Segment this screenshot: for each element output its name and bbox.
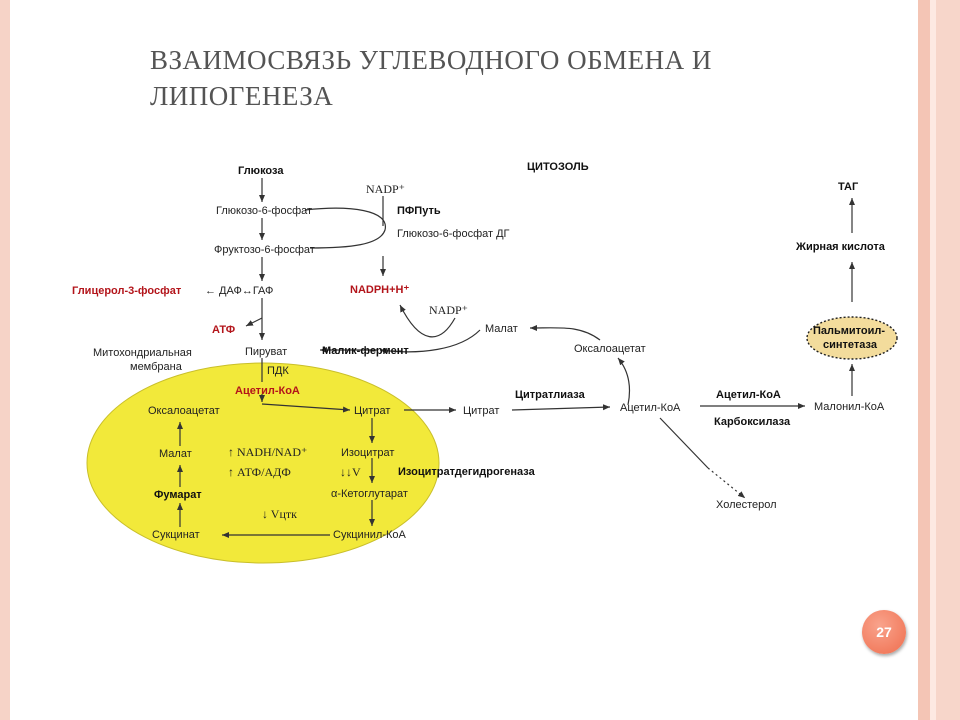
label-malate-cyto: Малат (485, 323, 518, 335)
label-palmitoyl-2: синтетаза (823, 339, 878, 351)
label-tag: ТАГ (838, 181, 859, 193)
label-v-tca: ↓ Vцтк (262, 507, 297, 521)
line-to-cholesterol (659, 417, 709, 469)
arrow-nadp-nadph (399, 304, 456, 338)
label-palmitoyl-1: Пальмитоил- (813, 325, 885, 337)
slide-title-line-1: ВЗАИМОСВЯЗЬ УГЛЕВОДНОГО ОБМЕНА И (150, 45, 712, 75)
label-glucose: Глюкоза (238, 165, 284, 177)
palmitoyl-synthetase-ellipse (806, 316, 898, 360)
label-citrate-mito: Цитрат (354, 405, 390, 417)
right-frame-stripe-light (930, 0, 936, 720)
label-fatty-acid: Жирная кислота (795, 241, 886, 253)
left-frame-stripe (0, 0, 10, 720)
label-acetyl-coa-cyto: Ацетил-КоА (620, 402, 681, 414)
label-atp-adp: ↑ АТФ/АДФ (228, 465, 291, 479)
label-cholesterol: Холестерол (716, 499, 777, 511)
arrow-cholesterol (707, 467, 746, 499)
arrow-acetyl-oaa (617, 357, 631, 406)
label-acetyl-coa-carb: Ацетил-КоА (716, 389, 781, 401)
label-carboxylase: Карбоксилаза (714, 416, 791, 428)
arrow-acetyl-citrate (261, 403, 351, 413)
arrow-malate-pyruvate (379, 329, 481, 354)
label-succinyl-coa: Сукцинил-КоА (333, 529, 407, 541)
label-cytosol: ЦИТОЗОЛЬ (527, 161, 589, 173)
label-nadph: NADPH+H⁺ (350, 284, 409, 296)
arrow-atp (245, 317, 263, 327)
label-malonyl-coa: Малонил-КоА (814, 401, 885, 413)
label-oxaloacetate-cyto: Оксалоацетат (574, 343, 646, 355)
label-oxaloacetate-mito: Оксалоацетат (148, 405, 220, 417)
label-malic-enzyme: Малик-фермент (322, 345, 409, 357)
label-g6pdh: Глюкозо-6-фосфат ДГ (397, 228, 510, 240)
right-frame-stripe (918, 0, 930, 720)
page-number-badge: 27 (862, 610, 906, 654)
mitochondrion-ellipse (86, 362, 440, 564)
slide-title-line-2: ЛИПОГЕНЕЗА (150, 81, 334, 111)
label-mito-membrane-1: Митохондриальная (93, 347, 192, 359)
label-malate-mito: Малат (159, 448, 192, 460)
label-mito-membrane-2: мембрана (130, 361, 183, 373)
label-akg: α-Кетоглутарат (331, 488, 408, 500)
label-daf-gaf: ← ДАФ↔ГАФ (205, 285, 273, 297)
label-citrate-lyase: Цитратлиаза (515, 389, 586, 401)
label-nadp-top: NADP⁺ (366, 182, 405, 196)
label-v-down: ↓↓V (340, 465, 361, 479)
label-icdh: Изоцитратдегидрогеназа (398, 466, 536, 478)
arrow-citrate-lyase (511, 404, 611, 411)
label-glycerol3p: Глицерол-3-фосфат (72, 285, 182, 297)
right-frame-stripe-outer (936, 0, 960, 720)
label-isocitrate: Изоцитрат (341, 447, 394, 459)
label-g6p: Глюкозо-6-фосфат (216, 205, 312, 217)
label-f6p: Фруктозо-6-фосфат (214, 244, 315, 256)
ppp-curve (304, 207, 386, 249)
label-fumarate: Фумарат (154, 489, 202, 501)
label-citrate-cyto: Цитрат (463, 405, 499, 417)
label-pyruvate: Пируват (245, 346, 287, 358)
label-atp: АТФ (212, 324, 235, 336)
label-nadh-nad: ↑ NADH/NAD⁺ (228, 445, 307, 459)
label-pdk: ПДК (267, 365, 289, 377)
label-succinate: Сукцинат (152, 529, 200, 541)
label-acetyl-coa-mito: Ацетил-КоА (235, 385, 300, 397)
label-nadp-mid: NADP⁺ (429, 303, 468, 317)
slide-title: ВЗАИМОСВЯЗЬ УГЛЕВОДНОГО ОБМЕНА И ЛИПОГЕН… (150, 42, 850, 114)
label-ppp: ПФПуть (397, 205, 441, 217)
arrow-oaa-malate (529, 324, 601, 341)
